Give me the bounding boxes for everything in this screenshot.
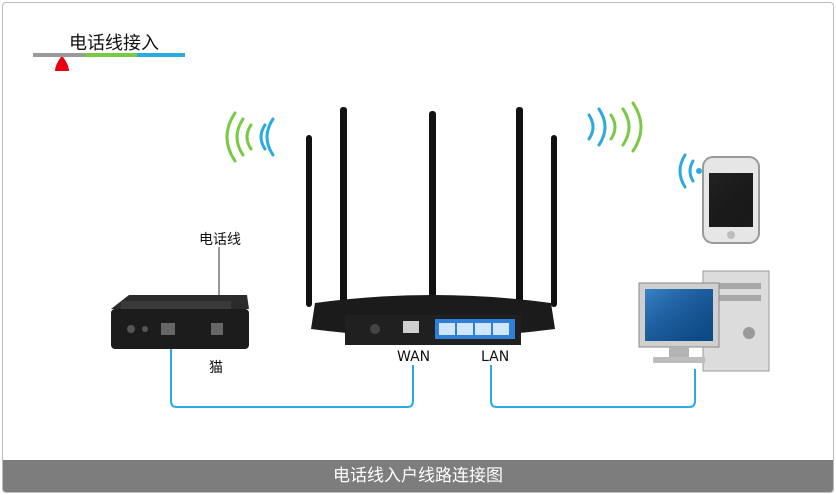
- header-bar-gray: [33, 53, 85, 57]
- wifi-signal-icon-right: [587, 101, 643, 153]
- footer-caption: 电话线入户线路连接图: [3, 460, 833, 492]
- location-marker-icon: [55, 57, 69, 71]
- modem-label: 猫: [209, 360, 223, 376]
- wifi-signal-icon: [225, 111, 275, 163]
- desktop-computer-icon: [638, 270, 770, 372]
- modem-icon: [111, 295, 249, 349]
- lan-label: LAN: [481, 349, 510, 365]
- wan-cable: [170, 339, 414, 408]
- lan-cable: [490, 365, 696, 408]
- header-bar-blue: [137, 53, 185, 57]
- wifi-phone-icon: [678, 153, 702, 189]
- router-icon: [306, 107, 557, 345]
- smartphone-icon: [702, 156, 760, 244]
- phone-line-label: 电话线: [199, 232, 241, 248]
- wan-label: WAN: [397, 349, 431, 365]
- diagram-canvas: [33, 53, 770, 408]
- page-title: 电话线接入: [69, 33, 159, 54]
- header-bar: [33, 53, 185, 71]
- header-bar-green: [85, 53, 137, 57]
